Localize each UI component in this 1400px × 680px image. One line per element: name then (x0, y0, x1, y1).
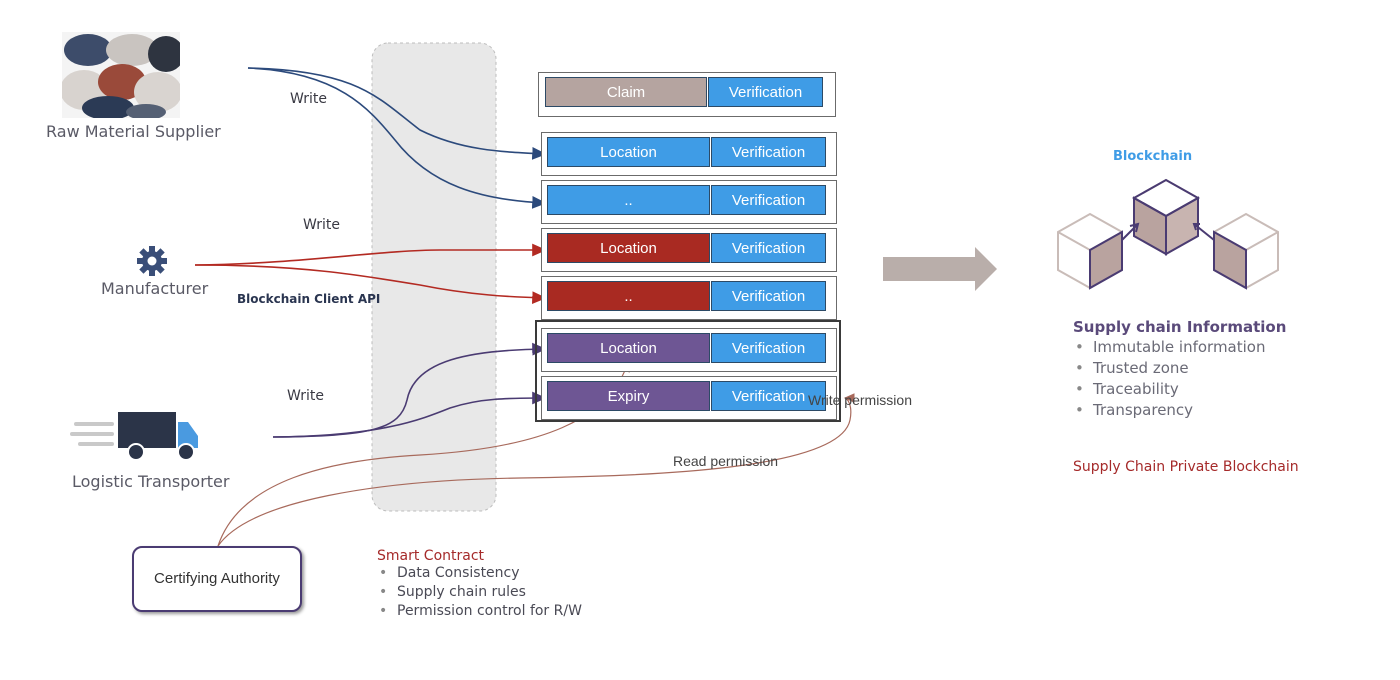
list-item: Immutable information (1073, 337, 1333, 358)
ledger-cell-ellipsis: .. (547, 185, 710, 215)
delivery-truck-icon (70, 408, 200, 464)
right-arrow-icon (883, 247, 997, 291)
list-item: Supply chain rules (377, 583, 637, 602)
ledger-cell-verification: Verification (711, 137, 826, 167)
supplier-write-line-2 (247, 67, 547, 209)
blockchain-label: Blockchain (1113, 149, 1193, 164)
write-permission-label: Write permission (808, 392, 912, 408)
ledger-row-transporter-expiry: Expiry Verification (541, 376, 837, 420)
gear-icon (135, 244, 169, 278)
ledger-cell-verification: Verification (711, 185, 826, 215)
manufacturer-label: Manufacturer (101, 279, 209, 298)
ledger-cell-verification: Verification (708, 77, 823, 107)
write-label-supplier: Write (290, 91, 327, 107)
ledger-row-claim: Claim Verification (538, 72, 836, 117)
ledger-cell-ellipsis: .. (547, 281, 710, 311)
read-permission-label: Read permission (673, 453, 779, 469)
ledger-cell-expiry: Expiry (547, 381, 710, 411)
supply-chain-info: Supply chain Information Immutable infor… (1073, 318, 1333, 421)
list-item: Permission control for R/W (377, 602, 637, 621)
ledger-cell-verification: Verification (711, 333, 826, 363)
certifying-authority-label: Certifying Authority (154, 570, 280, 587)
ledger-cell-location: Location (547, 333, 710, 363)
smart-contract-zone (371, 42, 497, 512)
ledger-cell-claim: Claim (545, 77, 707, 107)
smart-contract-list: Data Consistency Supply chain rules Perm… (377, 564, 637, 621)
list-item: Trusted zone (1073, 358, 1333, 379)
supply-chain-info-list: Immutable information Trusted zone Trace… (1073, 337, 1333, 421)
manufacturer-write-line-1 (194, 243, 547, 266)
list-item: Traceability (1073, 379, 1333, 400)
certifying-authority-box: Certifying Authority (132, 546, 302, 612)
private-blockchain-label: Supply Chain Private Blockchain (1073, 459, 1299, 475)
logistic-transporter-label: Logistic Transporter (72, 472, 230, 491)
raw-material-supplier-label: Raw Material Supplier (46, 122, 221, 141)
ledger-row-transporter-location: Location Verification (541, 328, 837, 372)
manufacturer-write-line-2 (194, 264, 547, 305)
blockchain-client-api-label: Blockchain Client API (237, 292, 381, 306)
supplier-write-line-1 (247, 67, 547, 160)
list-item: Data Consistency (377, 564, 637, 583)
transporter-ledger-group (535, 320, 841, 422)
ledger-cell-verification: Verification (711, 233, 826, 263)
ledger-cell-location: Location (547, 137, 710, 167)
ledger-row-supplier-more: .. Verification (541, 180, 837, 224)
write-label-transporter: Write (287, 388, 324, 404)
smart-contract-title: Smart Contract (377, 548, 485, 564)
ledger-cell-verification: Verification (711, 381, 826, 411)
material-piles-icon (60, 32, 184, 120)
read-permission-line (217, 393, 855, 547)
ledger-row-supplier-location: Location Verification (541, 132, 837, 176)
ledger-row-manufacturer-location: Location Verification (541, 228, 837, 272)
supply-chain-info-title: Supply chain Information (1073, 318, 1287, 336)
list-item: Transparency (1073, 400, 1333, 421)
ledger-row-manufacturer-more: .. Verification (541, 276, 837, 320)
cube-chain-icon (1050, 170, 1285, 300)
smart-contract-notes: Smart Contract Data Consistency Supply c… (377, 548, 637, 621)
ledger-cell-location: Location (547, 233, 710, 263)
ledger-cell-verification: Verification (711, 281, 826, 311)
transporter-write-line-2 (272, 391, 547, 438)
write-label-manufacturer: Write (303, 217, 340, 233)
